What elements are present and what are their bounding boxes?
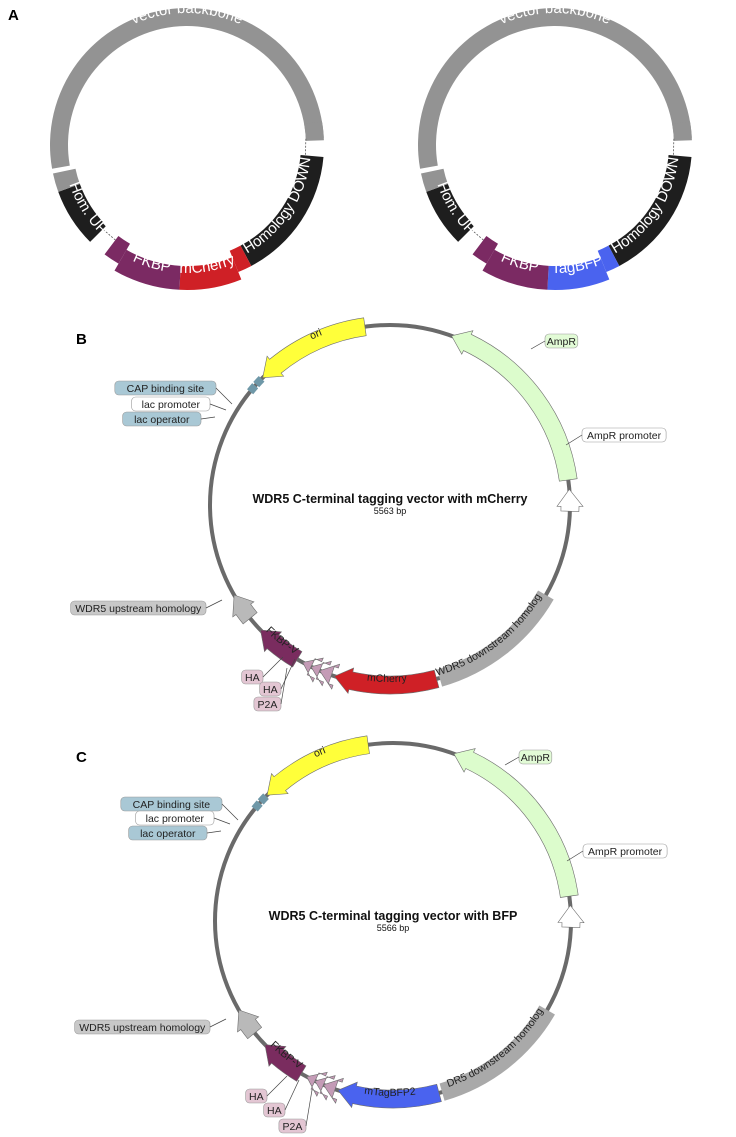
map_b-upstream-leader (205, 599, 223, 609)
map_b-lac-element-0 (247, 383, 259, 395)
map_b-cap-leader (215, 387, 233, 405)
map_b-downstream-box (437, 590, 554, 687)
map_b-tag-arrow (333, 667, 440, 695)
map_c-upstream-leader (209, 1018, 227, 1028)
map_b-p2a-leader (280, 667, 288, 705)
map_c-lac-element-0 (251, 800, 263, 812)
map_b-ori-arrow (262, 317, 367, 379)
map_c-downstream-box (439, 1005, 555, 1101)
map_c-lac-promoter-label: lac promoter (146, 813, 205, 825)
circle_a2-fkbp-stub (472, 236, 498, 264)
map_b-ampr-promoter-label: AmpR promoter (587, 430, 662, 442)
map_b-size: 5563 bp (374, 506, 407, 516)
map_c-ampr-promoter-label: AmpR promoter (588, 846, 663, 858)
map_c-lac-operator-label: lac operator (140, 828, 196, 840)
map_b-lac-element-1 (253, 376, 265, 388)
circle_a1-backbone-end (304, 121, 324, 141)
map_b-ampr-promoter-arrow (556, 488, 584, 512)
map_c-tag-label: mTagBFP2 (364, 1085, 417, 1099)
map_c-ha2-leader (284, 1079, 300, 1111)
circle_a1-backbone-stub (52, 168, 80, 192)
map_c-ampr-promoter-arrow (557, 904, 585, 928)
map_b-lac-promoter-label: lac promoter (142, 399, 201, 411)
map_c-cap-label: CAP binding site (133, 799, 211, 811)
map_b-ha2-arrow (310, 660, 332, 687)
map_c-downstream-label: WDR5 downstream homology (0, 0, 546, 1090)
circle_a2-fkbp (482, 249, 549, 290)
map_b-upstream-arrow (232, 594, 258, 625)
map_b-tag-label: mCherry (366, 672, 408, 685)
circle_a2-junction-up (470, 228, 484, 241)
map_b-p2a-arrow (319, 663, 341, 690)
map_c-cap-leader (221, 803, 239, 821)
map_b-ha2-leader (280, 658, 296, 690)
map_c-lac-operator-leader (206, 830, 222, 834)
circle_a2-hom-down (608, 154, 692, 266)
map_b-p2a-label: P2A (258, 699, 278, 711)
circle_a2-backbone-end (672, 121, 692, 141)
map_b-ha1-label: HA (245, 672, 260, 684)
map_c-ampr-promoter-leader (566, 850, 584, 862)
panel-letter-a: A (8, 7, 19, 24)
map_b-ampr-label: AmpR (547, 336, 577, 348)
map_c-lac-element-1 (257, 793, 269, 805)
map_b-ha1-arrow (302, 657, 324, 683)
map_b-ha1-leader (262, 656, 284, 678)
map_c-size: 5566 bp (377, 923, 410, 933)
circle_a2-backbone (417, 7, 692, 169)
circle_a2-tag (547, 257, 610, 290)
map_c-ha1-leader (266, 1075, 288, 1097)
map_b-title: WDR5 C-terminal tagging vector with mChe… (252, 492, 527, 506)
map_c-upstream-label: WDR5 upstream homology (79, 1022, 206, 1034)
circle_a1-fkbp (114, 249, 181, 290)
map_c-ha2-arrow (314, 1075, 336, 1101)
map_b-ampr-leader (530, 340, 546, 350)
circle_a1-backbone (49, 7, 324, 169)
map_c-ampr-leader (504, 756, 520, 766)
map_c-upstream-arrow (237, 1009, 263, 1040)
circle_a1-tag-stub (229, 245, 252, 273)
map_c-title: WDR5 C-terminal tagging vector with BFP (269, 909, 518, 923)
map_c-ha2-label: HA (267, 1105, 282, 1117)
map_c-p2a-label: P2A (283, 1121, 303, 1133)
panel-letter-c: C (76, 749, 87, 766)
map_b-lac-promoter-leader (209, 403, 227, 411)
map_b-lac-operator-label: lac operator (134, 414, 190, 426)
map_b-lac-operator-leader (200, 416, 216, 420)
map_c-p2a-arrow (322, 1077, 344, 1104)
map_c-fkbpv-arrow (264, 1044, 307, 1082)
map_c-ha1-label: HA (249, 1091, 264, 1103)
map_c-ampr-arrow (453, 748, 579, 898)
circle_a1-tag (179, 257, 242, 290)
circle_a1-hom-up (58, 183, 107, 242)
map_b-upstream-label: WDR5 upstream homology (75, 603, 202, 615)
map_c-p2a-leader (305, 1089, 313, 1127)
map_b-ampr-arrow (451, 330, 578, 482)
map_c-ori-label: ori (312, 744, 328, 760)
map_c-ha1-arrow (306, 1071, 328, 1097)
circle_a2-hom-up (426, 183, 475, 242)
map_c-lac-promoter-leader (213, 817, 231, 825)
map_b-cap-label: CAP binding site (127, 383, 205, 395)
circle_a1-hom-down (240, 154, 324, 266)
panel-letter-b: B (76, 331, 87, 348)
map_b-ori-label: ori (308, 327, 324, 343)
circle_a2-backbone-stub (420, 168, 448, 192)
map_c-ampr-label: AmpR (521, 752, 551, 764)
map_b-ampr-promoter-leader (565, 434, 583, 446)
circle_a2-tag-stub (597, 245, 620, 273)
map_c-ori-arrow (266, 735, 370, 796)
circle_a1-junction-up (102, 228, 116, 241)
map_b-ha2-label: HA (263, 684, 278, 696)
circle_a1-fkbp-stub (104, 236, 130, 264)
map_c-tag-arrow (337, 1081, 442, 1109)
